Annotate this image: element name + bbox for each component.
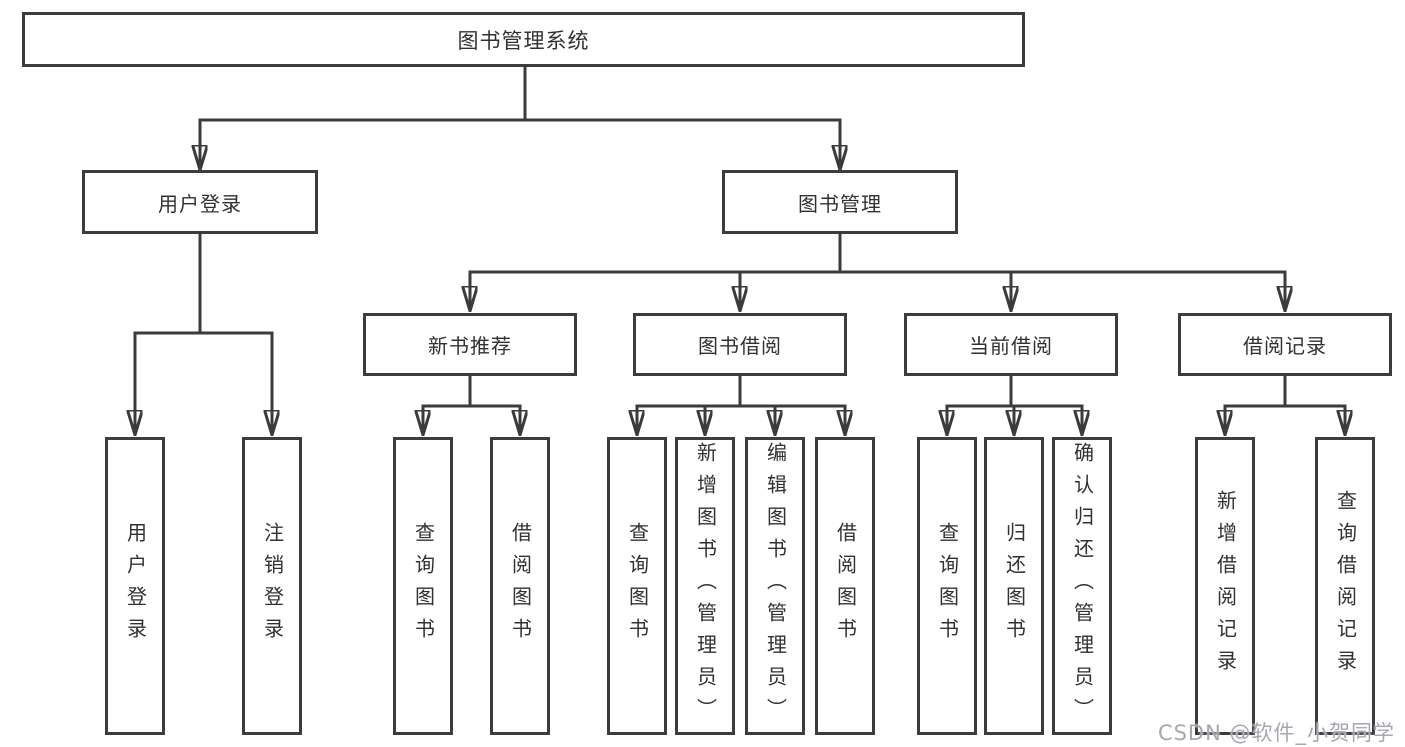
leaf-add-borrow-record: 新增借阅记录 — [1195, 437, 1255, 735]
connector-recommend-to-leaves — [422, 376, 522, 435]
leaf-edit-book-admin: 编辑图书（管理员） — [745, 437, 805, 735]
node-book-management: 图书管理 — [722, 170, 958, 234]
connector-records-to-leaves — [1224, 376, 1347, 435]
node-borrowing-records: 借阅记录 — [1178, 313, 1392, 376]
leaf-add-borrow-record-label: 新增借阅记录 — [1213, 490, 1238, 682]
leaf-borrow-book-recommend-label: 借阅图书 — [508, 522, 533, 650]
leaf-query-book-current: 查询图书 — [917, 437, 977, 735]
node-user-login: 用户登录 — [82, 170, 318, 234]
connector-login-to-leaves — [134, 234, 274, 435]
leaf-borrow-book-label: 借阅图书 — [833, 522, 858, 650]
leaf-borrow-book-recommend: 借阅图书 — [490, 437, 550, 735]
watermark: CSDN @软件_小贺同学 — [1157, 721, 1395, 745]
node-current-borrowing: 当前借阅 — [904, 313, 1118, 376]
leaf-confirm-return-admin: 确认归还（管理员） — [1052, 437, 1112, 735]
leaf-logout-label: 注销登录 — [260, 522, 285, 650]
leaf-query-borrow-record-label: 查询借阅记录 — [1333, 490, 1358, 682]
node-borrowing-records-label: 借阅记录 — [1243, 334, 1327, 358]
leaf-edit-book-admin-label: 编辑图书（管理员） — [763, 442, 788, 730]
leaf-return-book: 归还图书 — [984, 437, 1044, 735]
leaf-borrow-book: 借阅图书 — [815, 437, 875, 735]
node-new-book-recommend: 新书推荐 — [363, 313, 577, 376]
node-root: 图书管理系统 — [22, 12, 1025, 67]
connector-mgmt-to-level3 — [469, 234, 1287, 311]
node-user-login-label: 用户登录 — [158, 191, 242, 216]
leaf-return-book-label: 归还图书 — [1002, 522, 1027, 650]
node-book-management-label: 图书管理 — [798, 191, 882, 216]
connector-root-to-level2 — [199, 66, 842, 170]
leaf-query-borrow-record: 查询借阅记录 — [1315, 437, 1375, 735]
leaf-confirm-return-admin-label: 确认归还（管理员） — [1070, 442, 1095, 730]
leaf-query-book-recommend-label: 查询图书 — [411, 522, 436, 650]
leaf-query-book-current-label: 查询图书 — [935, 522, 960, 650]
leaf-add-book-admin: 新增图书（管理员） — [675, 437, 735, 735]
leaf-query-book-borrow: 查询图书 — [607, 437, 667, 735]
node-new-book-recommend-label: 新书推荐 — [428, 334, 512, 358]
node-root-label: 图书管理系统 — [457, 28, 590, 53]
leaf-query-book-recommend: 查询图书 — [393, 437, 453, 735]
node-book-borrowing: 图书借阅 — [633, 313, 847, 376]
leaf-user-login: 用户登录 — [105, 437, 165, 735]
leaf-user-login-label: 用户登录 — [123, 522, 148, 650]
node-current-borrowing-label: 当前借阅 — [969, 334, 1053, 358]
leaf-add-book-admin-label: 新增图书（管理员） — [693, 442, 718, 730]
connector-current-to-leaves — [946, 376, 1084, 435]
node-book-borrowing-label: 图书借阅 — [698, 334, 782, 358]
connector-borrow-to-leaves — [636, 376, 847, 435]
leaf-logout: 注销登录 — [242, 437, 302, 735]
leaf-query-book-borrow-label: 查询图书 — [625, 522, 650, 650]
